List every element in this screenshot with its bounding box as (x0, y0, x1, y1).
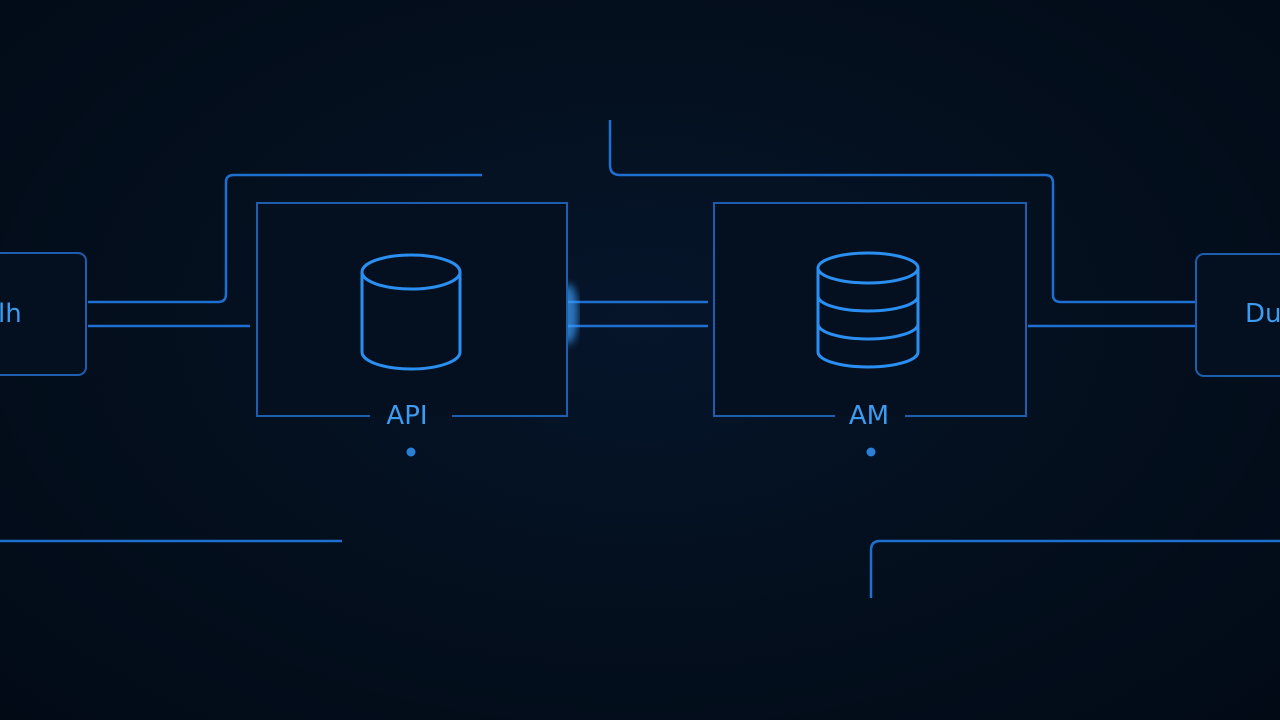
node-left-label: lh (0, 299, 22, 329)
status-dot (406, 447, 416, 457)
database-cylinder-icon (360, 253, 462, 371)
node-right-label: Du (1245, 299, 1280, 329)
node-api-label: API (386, 401, 427, 431)
connector-top-left (88, 173, 482, 304)
database-stack-icon (816, 251, 920, 369)
connectors (0, 120, 1280, 598)
connector-bottom-right (869, 539, 1280, 598)
node-am-label: AM (849, 401, 889, 431)
node-am[interactable]: AM (713, 202, 1027, 457)
node-right[interactable]: Du (1195, 253, 1280, 377)
connector-top-right (608, 120, 1195, 304)
node-left[interactable]: lh (0, 252, 87, 376)
status-dot (866, 447, 876, 457)
node-api[interactable]: API (256, 202, 568, 457)
